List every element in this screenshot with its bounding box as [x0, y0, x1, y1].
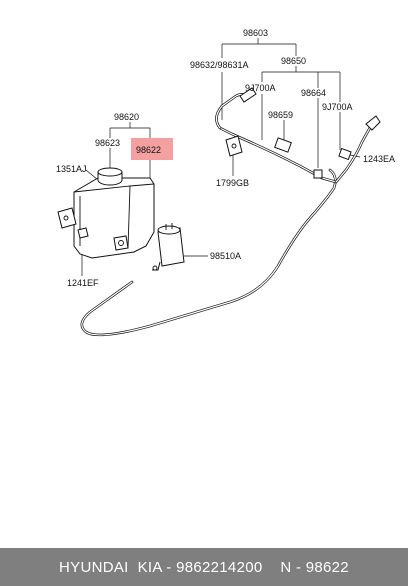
- washer-reservoir-tank: [57, 167, 155, 259]
- parts-diagram: 98603 98632/98631A 98650 9J700A 98664 9J…: [56, 28, 395, 337]
- label-98622: 98622: [136, 145, 161, 155]
- washer-pump-motor: [152, 223, 185, 271]
- part-labels: 98603 98632/98631A 98650 9J700A 98664 9J…: [56, 28, 395, 288]
- label-98603: 98603: [243, 28, 268, 38]
- label-98664: 98664: [301, 88, 326, 98]
- label-1243ea: 1243EA: [363, 154, 395, 164]
- part-number-footer: HYUNDAI KIA - 9862214200 N - 98622: [0, 548, 408, 586]
- label-98620: 98620: [114, 112, 139, 122]
- label-1799gb: 1799GB: [216, 178, 249, 188]
- label-98623: 98623: [95, 138, 120, 148]
- washer-hose: [80, 168, 337, 337]
- label-9j700a-right: 9J700A: [322, 102, 353, 112]
- label-98632-98631a: 98632/98631A: [190, 60, 249, 70]
- label-98510a: 98510A: [210, 251, 241, 261]
- label-98650: 98650: [281, 56, 306, 66]
- label-9j700a-left: 9J700A: [245, 83, 276, 93]
- nozzle-hose-assembly: [215, 87, 381, 184]
- label-1241ef: 1241EF: [67, 278, 99, 288]
- highlight-98622: [131, 138, 173, 160]
- label-1351aj: 1351AJ: [56, 164, 87, 174]
- label-98659: 98659: [268, 110, 293, 120]
